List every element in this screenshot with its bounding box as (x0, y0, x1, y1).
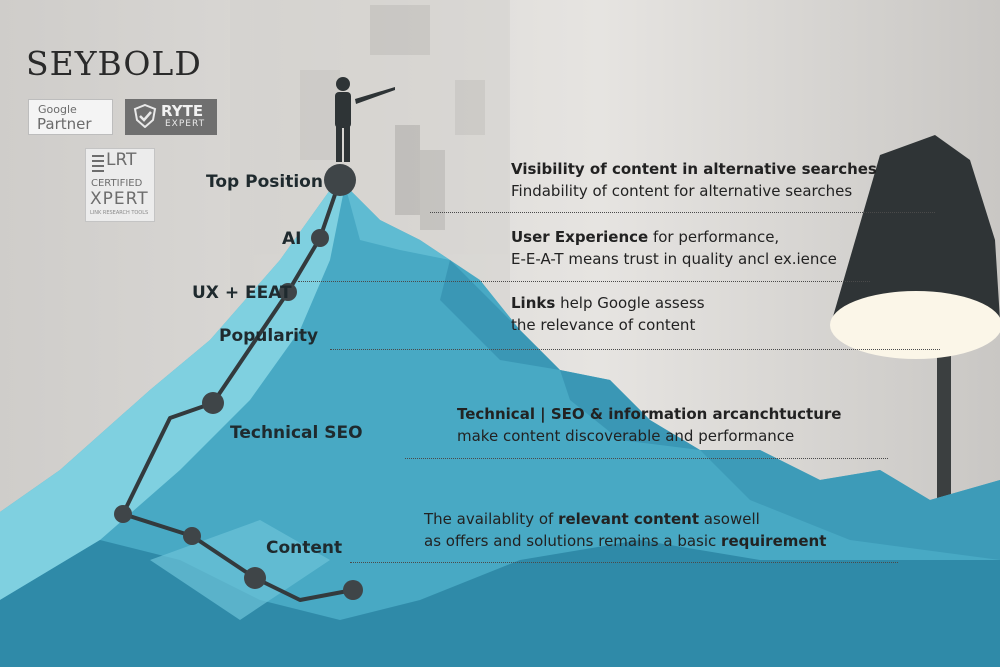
marker-ai (311, 229, 329, 247)
lrt-certified-badge: LRT CERTIFIED XPERT LINK RESEARCH TOOLS (85, 148, 155, 222)
ryte-badge-line2: EXPERT (165, 119, 206, 129)
step-popularity: Popularity (219, 326, 319, 346)
divider-top (430, 212, 935, 213)
desc-tech-line1: Technical | SEO & information arcanchtuc… (457, 405, 842, 423)
desc-links: Links help Google assess the relevance o… (511, 292, 705, 336)
marker-start (343, 580, 363, 600)
ryte-expert-badge: RYTE EXPERT (125, 99, 217, 135)
ryte-badge-line1: RYTE (161, 102, 204, 120)
lrt-badge-line1: LRT (106, 150, 137, 170)
person-silhouette (335, 77, 395, 162)
step-ux-eeat: UX + EEAT (192, 283, 292, 303)
brand-logo: SEYBOLD (26, 44, 202, 83)
desc-technical: Technical | SEO & information arcanchtuc… (457, 403, 841, 447)
desc-content-line2-pre: as offers and solutions remains a basic (424, 532, 722, 550)
lrt-badge-line4: LINK RESEARCH TOOLS (90, 210, 149, 216)
checkmark-shield-icon (133, 104, 157, 128)
desc-content-line1-rest: asowell (699, 510, 760, 528)
desc-ux-line1-bold: User Experience (511, 228, 649, 246)
desc-ux-line1-rest: for performance, (648, 228, 780, 246)
desc-ux: User Experience for performance, E-E-A-T… (511, 226, 837, 270)
desc-top-line2: Findability of content for alternative s… (511, 182, 853, 200)
desc-content: The availablity of relevant content asow… (424, 508, 826, 552)
lrt-dots-icon (92, 154, 104, 172)
divider-content (350, 562, 898, 563)
marker-top-position (324, 164, 356, 196)
desc-content-line1-bold: relevant content (558, 510, 699, 528)
desc-content-line2-bold: requirement (721, 532, 827, 550)
desc-content-line1-pre: The availablity of (424, 510, 559, 528)
mountain (0, 185, 1000, 667)
google-badge-line1: Google (38, 103, 77, 116)
step-technical-seo: Technical SEO (230, 423, 363, 443)
desc-links-line1-rest: help Google assess (555, 294, 705, 312)
marker-bend (114, 505, 132, 523)
desc-top-position: Visibility of content in alternative sea… (511, 158, 877, 202)
marker-content (244, 567, 266, 589)
divider-ux (298, 281, 870, 282)
divider-links (330, 349, 940, 350)
marker-technical (183, 527, 201, 545)
desc-links-line2: the relevance of content (511, 316, 696, 334)
step-top-position: Top Position (206, 172, 323, 192)
marker-ux-eeat (279, 283, 297, 301)
marker-popularity (202, 392, 224, 414)
step-content: Content (266, 538, 343, 558)
google-badge-line2: Partner (37, 115, 92, 133)
progress-path (121, 179, 354, 602)
step-ai: AI (282, 229, 302, 249)
desc-top-line1: Visibility of content in alternative sea… (511, 160, 877, 178)
desc-tech-line2: make content discoverable and performanc… (457, 427, 795, 445)
divider-technical (405, 458, 888, 459)
lrt-badge-line3: XPERT (90, 189, 149, 209)
path-markers (114, 164, 363, 600)
desc-ux-line2: E-E-A-T means trust in quality ancl ex.i… (511, 250, 837, 268)
lrt-badge-line2: CERTIFIED (91, 178, 143, 189)
google-partner-badge: Google Partner (28, 99, 113, 135)
desc-links-line1-bold: Links (511, 294, 556, 312)
